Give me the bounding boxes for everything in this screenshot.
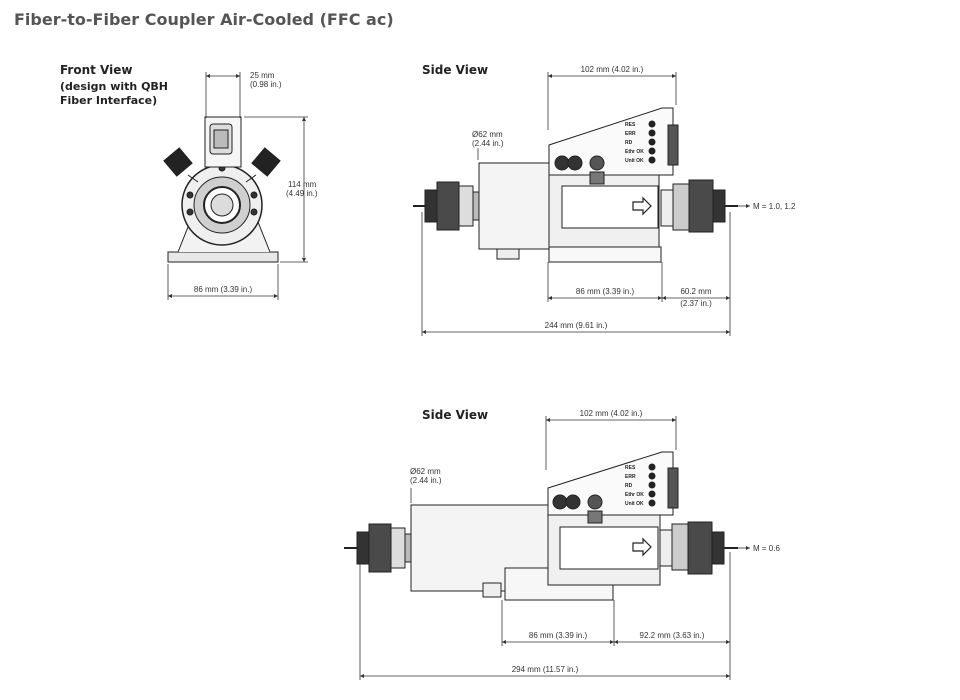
side2-dim-right: 92.2 mm (3.63 in.): [639, 631, 705, 640]
side2-dim-top: 102 mm (4.02 in.): [579, 409, 643, 418]
side1-panel-label: Ethr OK: [625, 149, 644, 155]
side2-panel-labels: RES ERR RD Ethr OK Unit OK: [625, 464, 644, 509]
side2-dim-mid: 86 mm (3.39 in.): [528, 631, 588, 640]
side2-dim-dia: Ø62 mm: [410, 467, 441, 476]
side-view-2-title: Side View: [422, 408, 489, 422]
side1-panel-label: RD: [625, 140, 633, 146]
front-dim-top: 25 mm: [250, 71, 275, 80]
side-view-1-title: Side View: [422, 63, 489, 77]
front-dim-height-in: (4.49 in.): [286, 189, 318, 198]
side1-panel-label: Unit OK: [625, 158, 644, 164]
side2-panel-label: ERR: [625, 474, 636, 480]
front-dim-width: 86 mm (3.39 in.): [193, 285, 253, 294]
side1-dim-right: 60.2 mm: [680, 287, 712, 296]
side-view-1-drawing: [413, 107, 738, 263]
side2-dim-total: 294 mm (11.57 in.): [511, 665, 579, 674]
side2-panel-label: RD: [625, 483, 633, 489]
front-dim-height: 114 mm: [288, 180, 317, 189]
side1-magnification: M = 1.0, 1.2: [753, 202, 796, 211]
front-view-subtitle-2: Fiber Interface): [60, 94, 158, 107]
side2-magnification: M = 0.6: [753, 544, 780, 553]
front-view-subtitle-1: (design with QBH: [60, 80, 169, 93]
front-view-title: Front View: [60, 63, 133, 77]
side1-panel-label: RES: [625, 122, 636, 128]
side2-panel-label: RES: [625, 465, 636, 471]
side2-panel-label: Unit OK: [625, 501, 644, 507]
page-title: Fiber-to-Fiber Coupler Air-Cooled (FFC a…: [14, 10, 394, 29]
side1-panel-labels: RES ERR RD Ethr OK Unit OK: [625, 121, 644, 166]
side2-panel-label: Ethr OK: [625, 492, 644, 498]
side1-dim-mid: 86 mm (3.39 in.): [575, 287, 635, 296]
side-view-2-drawing: [344, 451, 738, 601]
side2-dim-dia-in: (2.44 in.): [410, 476, 442, 485]
side1-dim-dia: Ø62 mm: [472, 130, 503, 139]
front-dim-top-in: (0.98 in.): [250, 80, 282, 89]
side1-dim-top: 102 mm (4.02 in.): [580, 65, 644, 74]
side1-dim-dia-in: (2.44 in.): [472, 139, 504, 148]
front-view-drawing: [163, 116, 281, 263]
side1-dim-right-in: (2.37 in.): [680, 299, 712, 308]
side1-panel-label: ERR: [625, 131, 636, 137]
side1-dim-total: 244 mm (9.61 in.): [544, 321, 608, 330]
